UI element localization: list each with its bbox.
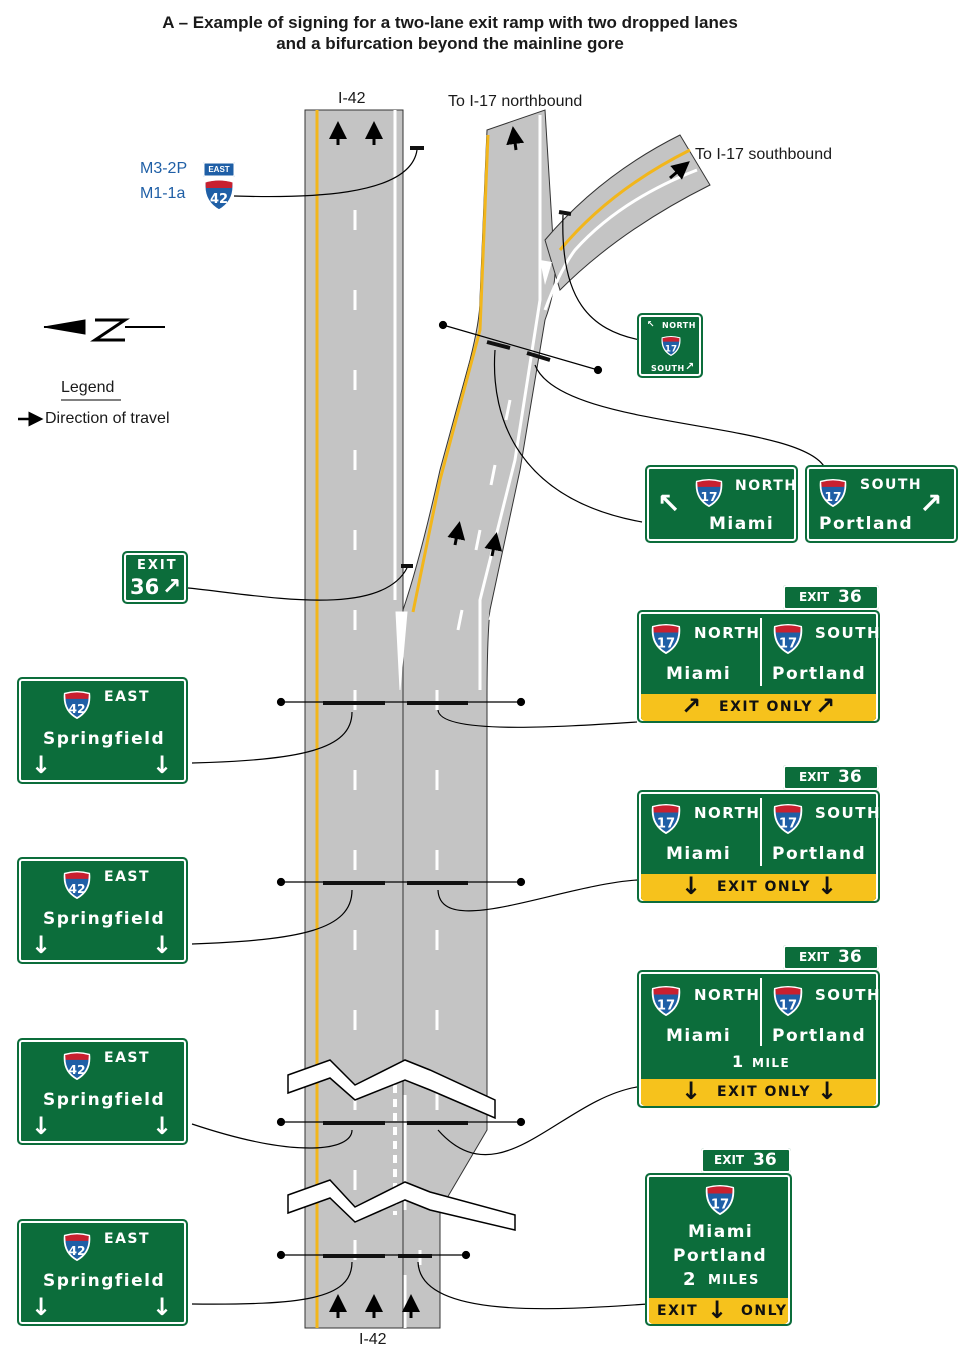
leader-lines [187, 149, 826, 1310]
sign-south-portland: 17 SOUTH Portland ↗ [805, 465, 958, 543]
exit-tab: EXIT 36 [783, 945, 879, 970]
svg-text:42: 42 [68, 702, 85, 716]
ne-arrow-icon: ↗ [815, 692, 836, 720]
sign-mainline-springfield-4: 42 EAST Springfield ↓ ↓ [17, 1219, 188, 1326]
down-arrow-icon: ↓ [152, 1293, 173, 1321]
svg-text:17: 17 [779, 998, 797, 1013]
interstate-shield-icon: 17 [661, 336, 681, 356]
exit-only-panel: ↗ EXIT ONLY ↗ [641, 692, 876, 721]
svg-text:17: 17 [657, 998, 675, 1013]
down-arrow-icon: ↓ [31, 931, 52, 959]
route-number: 42 [210, 192, 228, 207]
svg-text:17: 17 [657, 636, 675, 651]
exit-only-panel: EXIT ↓ ONLY [649, 1296, 788, 1324]
svg-text:42: 42 [68, 1244, 85, 1258]
southbound-pavement [544, 134, 711, 291]
svg-text:17: 17 [665, 345, 677, 355]
ramp-yellow-edge [411, 134, 490, 613]
interstate-shield-icon: 17 [773, 986, 803, 1016]
interstate-shield-icon: 42 [204, 179, 234, 211]
down-arrow-icon: ↓ [31, 1293, 52, 1321]
interstate-shield-icon: 17 [705, 1185, 735, 1215]
svg-text:42: 42 [68, 882, 85, 896]
exit-tab: EXIT 36 [783, 765, 879, 790]
exit-only-panel: ↓ EXIT ONLY ↓ [641, 1077, 876, 1106]
diagram-title: A – Example of signing for a two-lane ex… [0, 12, 900, 54]
mainline-label-top: I-42 [338, 90, 366, 107]
down-arrow-icon: ↓ [681, 872, 702, 900]
svg-text:42: 42 [68, 1063, 85, 1077]
ne-arrow-icon: ↗ [162, 574, 182, 600]
sign-exit-only-diagonal: 17 NORTH Miami 17 SOUTH Portland ↗ EXIT … [637, 610, 880, 723]
m3-2p-east-plaque: EAST [203, 162, 235, 177]
interstate-shield-icon: 42 [63, 871, 91, 899]
svg-text:17: 17 [779, 816, 797, 831]
down-arrow-icon: ↓ [707, 1296, 728, 1324]
interstate-shield-icon: 17 [819, 479, 847, 507]
interstate-shield-icon: 42 [63, 1052, 91, 1080]
svg-text:17: 17 [779, 636, 797, 651]
down-arrow-icon: ↓ [152, 1112, 173, 1140]
sign-code-m3-2p: M3-2P [140, 160, 188, 177]
interstate-shield-icon: 17 [651, 624, 681, 654]
sign-mainline-springfield-2: 42 EAST Springfield ↓ ↓ [17, 857, 188, 964]
sign-exit-gore: EXIT 36 ↗ [122, 551, 188, 604]
interstate-shield-icon: 17 [651, 804, 681, 834]
svg-text:17: 17 [711, 1197, 729, 1212]
nw-arrow-icon: ↖ [647, 320, 656, 330]
sign-exit-2-miles: 17 Miami Portland 2 MILES EXIT ↓ ONLY [645, 1173, 792, 1326]
down-arrow-icon: ↓ [152, 751, 173, 779]
mainline-label-bottom: I-42 [359, 1331, 387, 1348]
title-line-1: A – Example of signing for a two-lane ex… [162, 13, 738, 32]
lane-dashes [353, 210, 512, 1265]
down-arrow-icon: ↓ [817, 1077, 838, 1105]
svg-text:17: 17 [700, 490, 717, 504]
exit-only-panel: ↓ EXIT ONLY ↓ [641, 872, 876, 901]
down-arrow-icon: ↓ [681, 1077, 702, 1105]
down-arrow-icon: ↓ [817, 872, 838, 900]
ramp-pavement [402, 109, 556, 1329]
ramp-south-label: To I-17 southbound [695, 146, 832, 163]
sign-mainline-springfield-3: 42 EAST Springfield ↓ ↓ [17, 1038, 188, 1145]
interstate-shield-icon: 17 [651, 986, 681, 1016]
down-arrow-icon: ↓ [31, 1112, 52, 1140]
down-arrow-icon: ↓ [152, 931, 173, 959]
break-line-upper [287, 1059, 496, 1120]
south-yellow-edge [558, 148, 691, 251]
interstate-shield-icon: 17 [695, 479, 723, 507]
legend-title: Legend [61, 379, 115, 396]
break-line-lower [287, 1179, 516, 1231]
ramp-north-label: To I-17 northbound [448, 93, 583, 110]
sign-code-m1-1a: M1-1a [140, 185, 186, 202]
interstate-shield-icon: 42 [63, 1233, 91, 1261]
interstate-shield-icon: 17 [773, 804, 803, 834]
interstate-shield-icon: 42 [63, 691, 91, 719]
down-arrow-icon: ↓ [31, 751, 52, 779]
sign-exit-only-down: 17 NORTH Miami 17 SOUTH Portland ↓ EXIT … [637, 790, 880, 903]
ne-arrow-icon: ↗ [681, 692, 702, 720]
sign-north-miami: ↖ 17 NORTH Miami [645, 465, 798, 543]
sign-bifurcation-small: ↖ NORTH 17 SOUTH ↗ [637, 313, 703, 378]
svg-text:17: 17 [657, 816, 675, 831]
exit-tab: EXIT 36 [701, 1148, 791, 1173]
sign-mainline-springfield-1: 42 EAST Springfield ↓ ↓ [17, 677, 188, 784]
north-arrow [43, 318, 165, 342]
nw-arrow-icon: ↖ [657, 487, 681, 520]
ne-arrow-icon: ↗ [919, 487, 943, 520]
ne-arrow-icon: ↗ [685, 360, 695, 373]
svg-text:17: 17 [824, 490, 841, 504]
legend-direction-label: Direction of travel [45, 410, 170, 427]
interstate-shield-icon: 17 [773, 624, 803, 654]
sign-exit-only-1-mile: 17 NORTH Miami 17 SOUTH Portland 1 MILE … [637, 970, 880, 1108]
exit-tab: EXIT 36 [783, 585, 879, 610]
title-line-2: and a bifurcation beyond the mainline go… [276, 34, 624, 53]
